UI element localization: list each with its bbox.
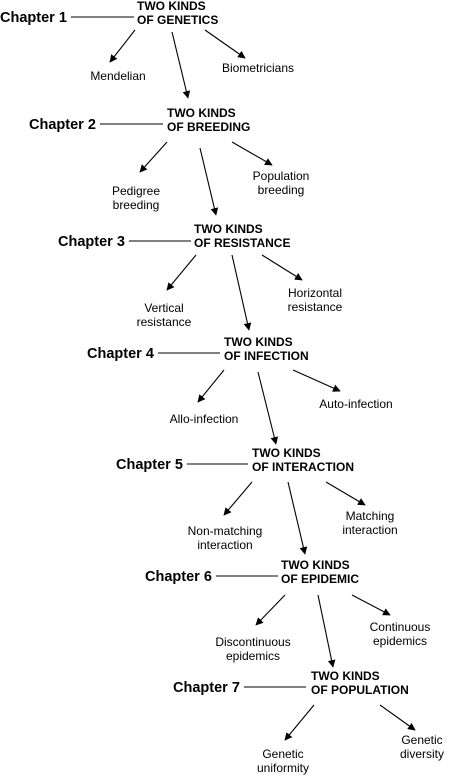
right-branch-arrow — [379, 704, 416, 731]
chapter-label: Chapter 2 — [29, 117, 96, 133]
left-branch-label: interaction — [197, 538, 252, 552]
right-branch-label: Matching — [346, 509, 395, 523]
heading-line: TWO KINDS — [281, 558, 350, 572]
left-branch-label: epidemics — [226, 649, 280, 663]
chapter-label: Chapter 6 — [145, 569, 212, 585]
right-branch-label: breeding — [258, 183, 305, 197]
left-branch-label: Genetic — [262, 747, 303, 761]
left-branch-arrow — [109, 29, 136, 63]
chapter-label: Chapter 1 — [0, 10, 67, 26]
heading-line: OF RESISTANCE — [194, 236, 290, 250]
heading-line: TWO KINDS — [167, 106, 236, 120]
right-branch-label: resistance — [288, 300, 343, 314]
heading-line: OF BREEDING — [167, 120, 250, 134]
right-branch-label: Auto-infection — [319, 397, 392, 411]
right-branch-arrow — [231, 141, 273, 166]
left-branch-label: Mendelian — [90, 69, 145, 83]
heading-line: OF INFECTION — [224, 349, 309, 363]
left-branch-arrow — [139, 141, 168, 173]
next-step-arrow — [257, 371, 279, 445]
chapter-label: Chapter 3 — [58, 234, 125, 250]
left-branch-label: Non-matching — [188, 524, 263, 538]
next-step-arrow — [171, 31, 191, 99]
heading-line: OF GENETICS — [137, 13, 218, 27]
heading-line: TWO KINDS — [194, 222, 263, 236]
right-branch-arrow — [292, 369, 341, 392]
right-branch-label: Biometricians — [222, 61, 294, 75]
right-branch-label: epidemics — [373, 634, 427, 648]
next-step-arrow — [287, 481, 308, 555]
right-branch-label: Continuous — [370, 620, 431, 634]
heading-line: TWO KINDS — [137, 0, 206, 13]
next-step-arrow — [317, 594, 336, 668]
chapter-label: Chapter 4 — [87, 346, 154, 362]
chapter-label: Chapter 7 — [173, 680, 240, 696]
right-branch-label: Population — [253, 169, 310, 183]
heading-line: OF INTERACTION — [252, 460, 354, 474]
right-branch-arrow — [204, 29, 246, 59]
left-branch-label: breeding — [113, 198, 160, 212]
left-branch-label: Pedigree — [112, 184, 160, 198]
left-branch-arrow — [166, 254, 197, 291]
heading-line: OF POPULATION — [311, 683, 409, 697]
left-branch-label: Discontinuous — [215, 635, 290, 649]
heading-line: TWO KINDS — [224, 335, 293, 349]
left-branch-label: uniformity — [257, 761, 309, 775]
left-branch-arrow — [284, 704, 315, 741]
right-branch-label: Horizontal — [288, 286, 342, 300]
left-branch-label: Vertical — [144, 301, 183, 315]
next-step-arrow — [199, 147, 219, 216]
next-step-arrow — [231, 254, 252, 331]
edges-layer — [70, 16, 416, 741]
chapter-label: Chapter 5 — [116, 457, 183, 473]
left-branch-arrow — [197, 369, 225, 403]
right-branch-label: interaction — [342, 523, 397, 537]
left-branch-arrow — [223, 481, 253, 516]
left-branch-label: Allo-infection — [170, 412, 239, 426]
heading-line: OF EPIDEMIC — [281, 572, 359, 586]
right-branch-label: diversity — [400, 747, 444, 761]
right-branch-label: Genetic — [401, 733, 442, 747]
right-branch-arrow — [351, 594, 391, 616]
left-branch-label: resistance — [137, 315, 192, 329]
left-branch-arrow — [255, 594, 286, 626]
heading-line: TWO KINDS — [252, 446, 321, 460]
right-branch-arrow — [261, 254, 303, 281]
right-branch-arrow — [325, 481, 366, 506]
heading-line: TWO KINDS — [311, 669, 380, 683]
